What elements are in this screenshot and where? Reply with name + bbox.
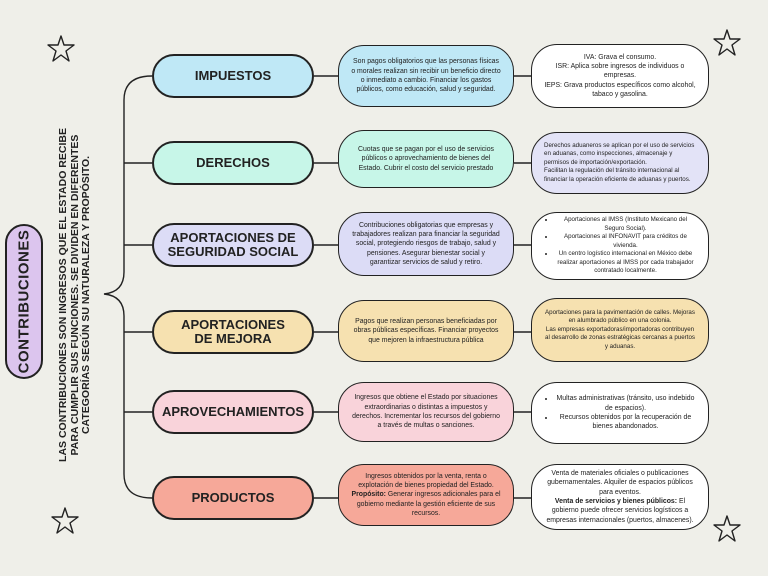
example-item: Venta de materiales oficiales o publicac… — [547, 470, 693, 496]
category-aprovechamientos: APROVECHAMIENTOS — [152, 390, 314, 434]
example-item: ISR: Aplica sobre ingresos de individuos… — [555, 63, 685, 80]
description-text: Pagos que realizan personas beneficiadas… — [353, 318, 499, 344]
category-label: IMPUESTOS — [194, 68, 272, 83]
description-rest: Generar ingresos adicionales para el gob… — [356, 491, 501, 517]
category-aportaciones-mejora: APORTACIONES DE MEJORA — [152, 310, 314, 354]
examples-productos: Venta de materiales oficiales o publicac… — [531, 464, 709, 530]
category-seguridad-social: APORTACIONES DE SEGURIDAD SOCIAL — [152, 223, 314, 267]
example-item: Aportaciones para la pavimentación de ca… — [545, 308, 695, 325]
example-item: Las empresas exportadoras/importadoras c… — [545, 325, 695, 350]
star-icon — [713, 515, 741, 542]
category-label: PRODUCTOS — [191, 490, 275, 505]
star-icon — [51, 507, 79, 534]
examples-seguridad-social: Aportaciones al IMSS (Instituto Mexicano… — [531, 212, 709, 280]
category-derechos: DERECHOS — [152, 141, 314, 185]
page-title: CONTRIBUCIONES — [15, 229, 33, 374]
description-text: Contribuciones obligatorias que empresas… — [352, 221, 500, 266]
definition-text: LAS CONTRIBUCIONES SON INGRESOS QUE EL E… — [56, 128, 92, 462]
example-item: IEPS: Grava productos específicos como a… — [544, 81, 696, 98]
description-seguridad-social: Contribuciones obligatorias que empresas… — [338, 212, 514, 276]
example-item: Recursos obtenidos por la recuperación d… — [555, 413, 696, 432]
example-item: Derechos aduaneros se aplican por el uso… — [544, 141, 695, 166]
category-productos: PRODUCTOS — [152, 476, 314, 520]
description-text: Ingresos obtenidos por la venta, renta o… — [358, 472, 494, 490]
category-label: DERECHOS — [196, 155, 270, 170]
description-impuestos: Son pagos obligatorios que las personas … — [338, 45, 514, 107]
star-icon — [47, 35, 75, 62]
category-label-line1: APORTACIONES — [181, 317, 285, 332]
examples-derechos: Derechos aduaneros se aplican por el uso… — [531, 132, 709, 194]
category-label: APROVECHAMIENTOS — [161, 404, 305, 419]
example-item: Un centro logístico internacional en Méx… — [555, 250, 696, 276]
example-rest: El gobierno puede ofrecer servicios logí… — [546, 498, 694, 524]
star-icon — [713, 29, 741, 56]
description-text: Son pagos obligatorios que las personas … — [351, 58, 501, 94]
example-bold: Venta de servicios y bienes públicos: — [554, 498, 678, 505]
examples-aprovechamientos: Multas administrativas (tránsito, uso in… — [531, 382, 709, 444]
description-text: Cuotas que se pagan por el uso de servic… — [358, 146, 494, 172]
title-pill: CONTRIBUCIONES — [5, 224, 43, 379]
category-impuestos: IMPUESTOS — [152, 54, 314, 98]
examples-aportaciones-mejora: Aportaciones para la pavimentación de ca… — [531, 298, 709, 362]
description-text: Ingresos que obtiene el Estado por situa… — [352, 394, 500, 430]
example-item: Aportaciones al INFONAVIT para créditos … — [555, 233, 696, 250]
example-item: Multas administrativas (tránsito, uso in… — [555, 394, 696, 413]
description-derechos: Cuotas que se pagan por el uso de servic… — [338, 130, 514, 188]
example-item: Facilitan la regulación del tránsito int… — [544, 167, 691, 183]
description-productos: Ingresos obtenidos por la venta, renta o… — [338, 464, 514, 526]
description-aprovechamientos: Ingresos que obtiene el Estado por situa… — [338, 382, 514, 442]
category-label-line2: DE MEJORA — [194, 331, 272, 346]
definition-box: LAS CONTRIBUCIONES SON INGRESOS QUE EL E… — [50, 124, 100, 466]
example-item: Aportaciones al IMSS (Instituto Mexicano… — [555, 216, 696, 233]
examples-impuestos: IVA: Grava el consumo. ISR: Aplica sobre… — [531, 44, 709, 108]
description-bold: Propósito: — [351, 491, 386, 499]
description-aportaciones-mejora: Pagos que realizan personas beneficiadas… — [338, 300, 514, 362]
category-label: APORTACIONES DE SEGURIDAD SOCIAL — [167, 230, 299, 259]
example-item: IVA: Grava el consumo. — [583, 53, 657, 61]
